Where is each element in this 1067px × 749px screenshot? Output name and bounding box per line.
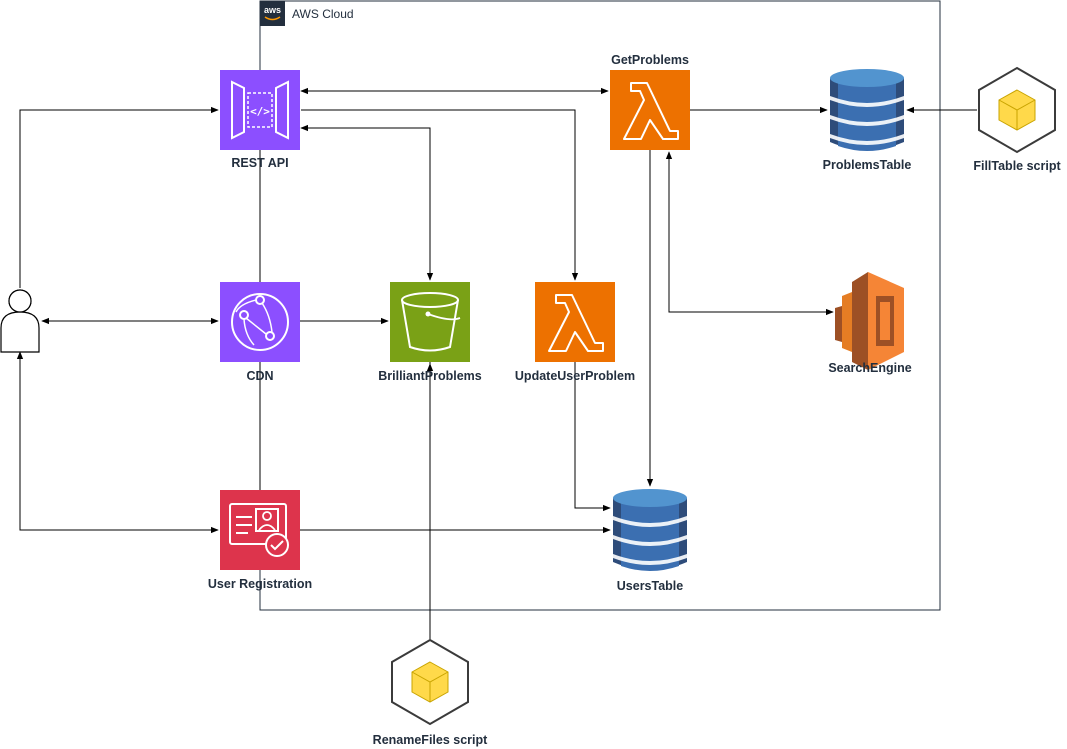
node-problems-table[interactable]: ProblemsTable xyxy=(823,69,912,172)
lambda-icon xyxy=(610,70,690,150)
node-cdn[interactable]: CDN xyxy=(220,282,300,383)
edge-user-registration xyxy=(16,351,219,534)
dynamodb-icon xyxy=(613,489,687,571)
users-table-label: UsersTable xyxy=(617,579,684,593)
rename-files-script-label: RenameFiles script xyxy=(373,733,488,747)
aws-logo-icon: aws xyxy=(260,1,285,26)
edges xyxy=(16,87,977,640)
api-gateway-icon: </> xyxy=(220,70,300,150)
problems-table-label: ProblemsTable xyxy=(823,158,912,172)
node-search-engine[interactable]: SearchEngine xyxy=(828,272,912,375)
svg-text:aws: aws xyxy=(264,5,281,15)
edge-updateuserproblem-userstable xyxy=(574,362,611,512)
dynamodb-icon xyxy=(830,69,904,151)
edge-restapi-updateuserproblem xyxy=(301,109,579,281)
aws-cloud-label: AWS Cloud xyxy=(292,7,354,21)
s3-bucket-icon xyxy=(390,282,470,362)
script-box-icon xyxy=(391,638,469,726)
update-user-problem-label: UpdateUserProblem xyxy=(515,369,635,383)
script-box-icon xyxy=(978,66,1056,154)
user-registration-label: User Registration xyxy=(208,577,312,591)
elasticsearch-icon xyxy=(835,272,904,370)
search-engine-label: SearchEngine xyxy=(828,361,911,375)
node-update-user-problem[interactable]: UpdateUserProblem xyxy=(515,282,635,383)
edge-searchengine-getproblems xyxy=(665,151,834,316)
edge-restapi-bucket xyxy=(300,124,434,281)
node-rename-files-script[interactable]: RenameFiles script xyxy=(373,638,488,747)
user-icon xyxy=(0,289,40,353)
lambda-icon xyxy=(535,282,615,362)
rest-api-label: REST API xyxy=(231,156,288,170)
user-node[interactable] xyxy=(0,289,40,353)
cdn-label: CDN xyxy=(246,369,273,383)
edge-user-restapi xyxy=(19,106,219,288)
cognito-icon xyxy=(220,490,300,570)
get-problems-label: GetProblems xyxy=(611,53,689,67)
fill-table-script-label: FillTable script xyxy=(973,159,1061,173)
node-users-table[interactable]: UsersTable xyxy=(613,489,687,593)
node-rest-api[interactable]: </> REST API xyxy=(220,70,300,170)
svg-text:</>: </> xyxy=(250,105,270,118)
node-brilliant-problems[interactable]: BrilliantProblems xyxy=(378,282,482,383)
node-fill-table-script[interactable]: FillTable script xyxy=(973,66,1061,173)
brilliant-problems-label: BrilliantProblems xyxy=(378,369,482,383)
node-user-registration[interactable]: User Registration xyxy=(208,490,312,591)
cloudfront-icon xyxy=(220,282,300,362)
node-get-problems[interactable]: GetProblems xyxy=(610,53,690,150)
